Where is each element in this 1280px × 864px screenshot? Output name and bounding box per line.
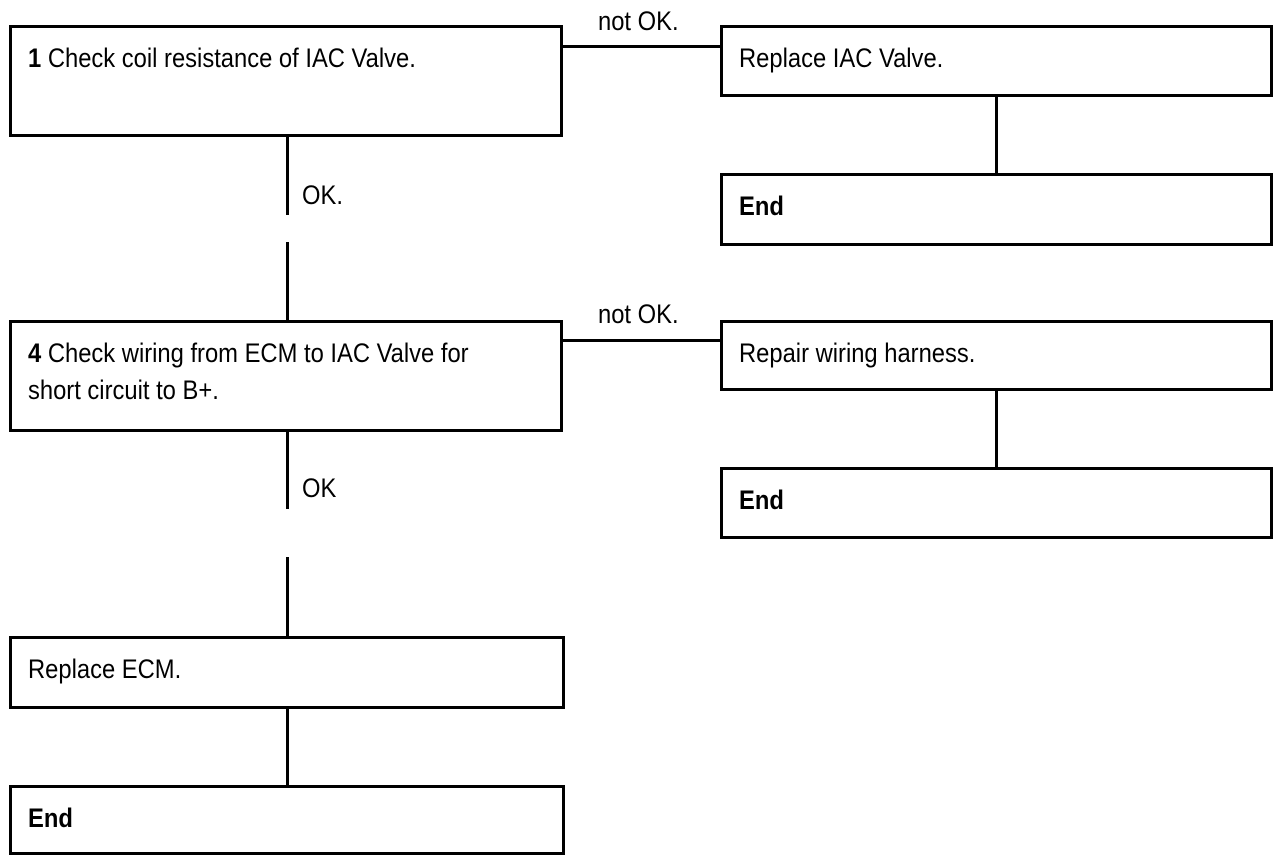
step-1-content: 1 Check coil resistance of IAC Valve. — [28, 40, 416, 77]
label-step1-not-ok: not OK. — [598, 6, 679, 36]
repair-wiring-text: Repair wiring harness. — [739, 338, 976, 368]
end-box-2: End — [720, 467, 1273, 539]
connector-replace-ecm-to-end — [286, 709, 289, 787]
replace-ecm-box: Replace ECM. — [9, 636, 565, 709]
replace-ecm-text: Replace ECM. — [28, 654, 182, 684]
step-1-number: 1 — [28, 43, 42, 73]
step-1-box: 1 Check coil resistance of IAC Valve. — [9, 25, 563, 137]
label-step1-ok: OK. — [302, 180, 343, 210]
connector-replace-iac-to-end — [995, 97, 998, 175]
step-4-content: 4 Check wiring from ECM to IAC Valve for… — [28, 335, 469, 409]
step-4-box: 4 Check wiring from ECM to IAC Valve for… — [9, 320, 563, 432]
end-label-2: End — [739, 485, 784, 515]
step-4-number: 4 — [28, 338, 42, 368]
replace-iac-box: Replace IAC Valve. — [720, 25, 1273, 97]
end-label-1: End — [739, 191, 784, 221]
connector-step1-ok-lower — [286, 242, 289, 322]
connector-step1-ok-upper — [286, 137, 289, 215]
connector-step4-ok-upper — [286, 432, 289, 509]
connector-step4-ok-lower — [286, 557, 289, 638]
step-1-text: Check coil resistance of IAC Valve. — [47, 43, 416, 73]
label-step4-not-ok: not OK. — [598, 299, 679, 329]
connector-step1-to-replace-iac — [563, 45, 722, 48]
step-4-text: Check wiring from ECM to IAC Valve for s… — [28, 338, 469, 405]
connector-repair-wiring-to-end — [995, 391, 998, 469]
replace-iac-text: Replace IAC Valve. — [739, 43, 944, 73]
label-step4-ok: OK — [302, 473, 337, 503]
connector-step4-to-repair-wiring — [563, 339, 722, 342]
end-label-3: End — [28, 803, 73, 833]
repair-wiring-box: Repair wiring harness. — [720, 320, 1273, 391]
end-box-3: End — [9, 785, 565, 855]
end-box-1: End — [720, 173, 1273, 246]
